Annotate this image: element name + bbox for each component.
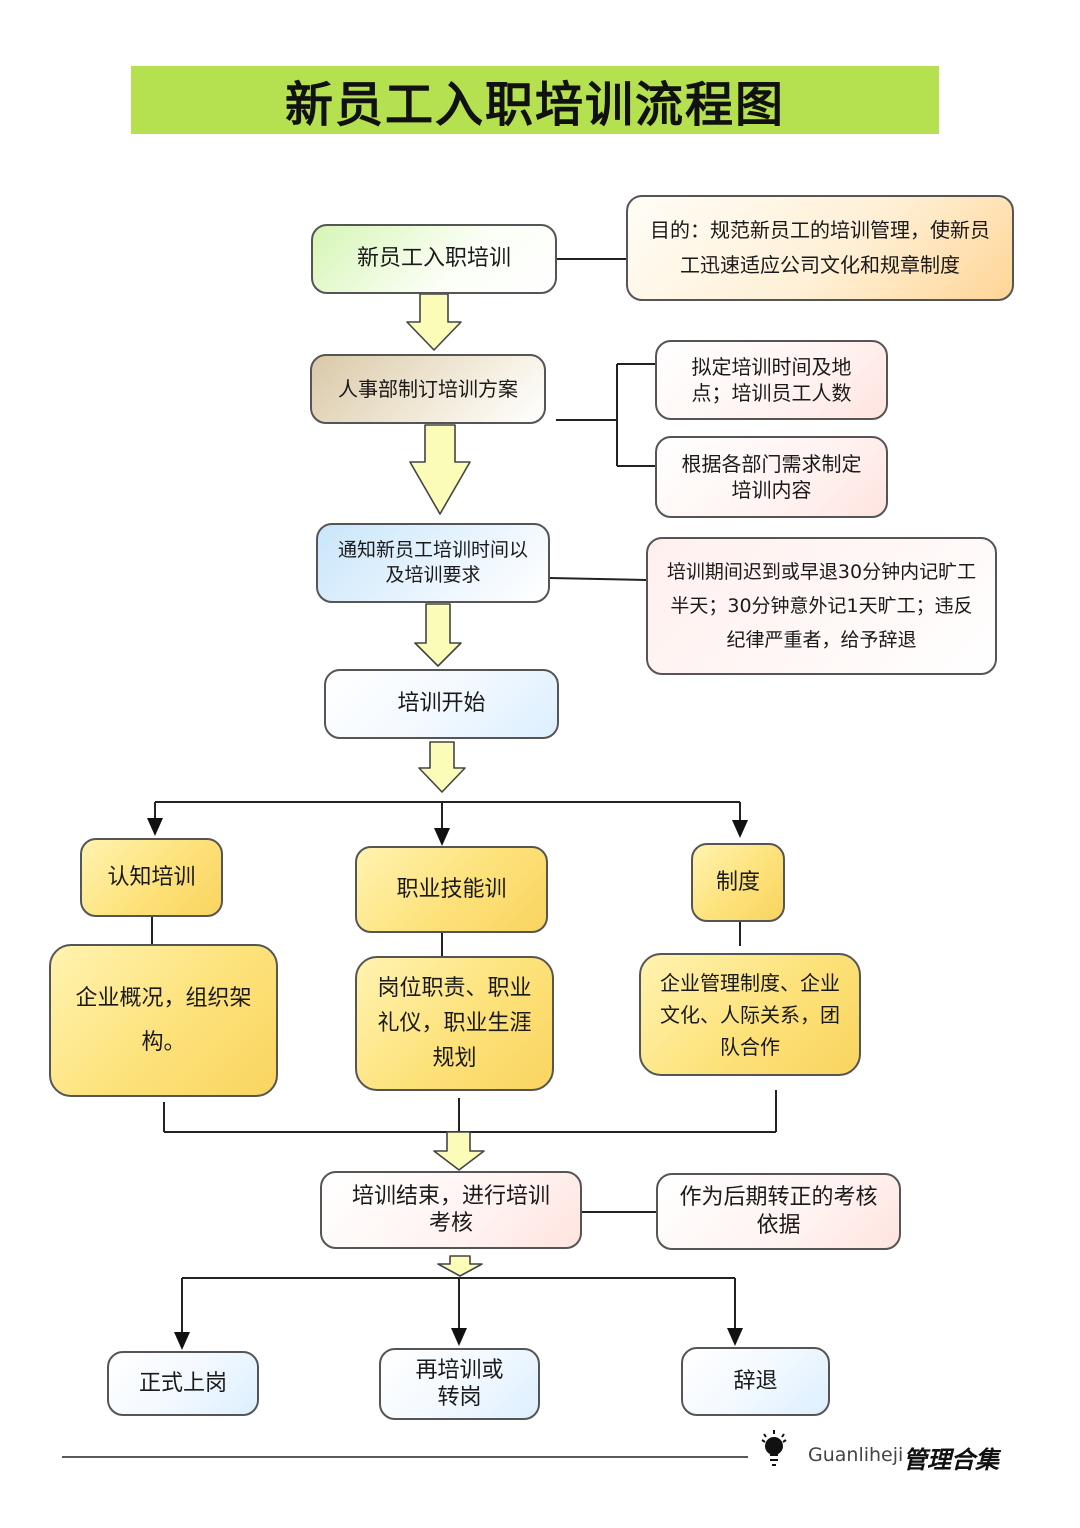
node-notify: 通知新员工培训时间以及培训要求 bbox=[316, 523, 550, 603]
node-purpose-label: 目的：规范新员工的培训管理，使新员工迅速适应公司文化和规章制度 bbox=[650, 218, 990, 277]
block-arrow-1 bbox=[406, 293, 462, 351]
node-end: 培训结束，进行培训考核 bbox=[320, 1171, 582, 1249]
node-hr-plan-label: 人事部制订培训方案 bbox=[338, 376, 518, 401]
node-system-label: 制度 bbox=[715, 869, 760, 895]
node-system-detail-label: 企业管理制度、企业文化、人际关系，团队合作 bbox=[660, 970, 840, 1059]
node-onboarding-label: 新员工入职培训 bbox=[356, 246, 511, 272]
node-end-label: 培训结束，进行培训考核 bbox=[351, 1183, 550, 1237]
node-start: 培训开始 bbox=[324, 669, 559, 739]
node-notify-label: 通知新员工培训时间以及培训要求 bbox=[337, 539, 528, 586]
node-outcome-retrain-label: 再培训或转岗 bbox=[415, 1357, 504, 1411]
node-outcome-formal-label: 正式上岗 bbox=[138, 1370, 227, 1396]
node-plan-time: 拟定培训时间及地点；培训员工人数 bbox=[655, 340, 888, 420]
node-cognitive: 认知培训 bbox=[80, 838, 223, 917]
node-plan-time-label: 拟定培训时间及地点；培训员工人数 bbox=[691, 355, 852, 405]
node-outcome-retrain: 再培训或转岗 bbox=[379, 1348, 540, 1420]
footer-brand-latin: Guanliheji bbox=[808, 1444, 904, 1466]
node-purpose: 目的：规范新员工的培训管理，使新员工迅速适应公司文化和规章制度 bbox=[626, 195, 1014, 301]
node-basis: 作为后期转正的考核依据 bbox=[656, 1173, 901, 1250]
node-cognitive-detail: 企业概况，组织架构。 bbox=[49, 944, 278, 1097]
node-plan-content-label: 根据各部门需求制定培训内容 bbox=[681, 452, 862, 502]
node-start-label: 培训开始 bbox=[397, 691, 486, 717]
node-outcome-formal: 正式上岗 bbox=[107, 1351, 259, 1416]
block-arrow-2 bbox=[409, 424, 471, 515]
page-title: 新员工入职培训流程图 bbox=[284, 77, 785, 133]
lightbulb-icon bbox=[761, 1430, 787, 1466]
node-skills: 职业技能训 bbox=[355, 846, 548, 933]
block-arrow-6 bbox=[437, 1255, 483, 1277]
block-arrow-3 bbox=[414, 603, 462, 667]
node-skills-label: 职业技能训 bbox=[396, 876, 507, 902]
node-onboarding: 新员工入职培训 bbox=[311, 224, 557, 294]
node-outcome-dismiss: 辞退 bbox=[681, 1347, 830, 1416]
block-arrow-5 bbox=[433, 1131, 485, 1171]
node-cognitive-detail-label: 企业概况，组织架构。 bbox=[75, 985, 252, 1055]
block-arrow-4 bbox=[418, 741, 466, 793]
node-system: 制度 bbox=[691, 843, 785, 922]
node-cognitive-label: 认知培训 bbox=[107, 864, 196, 890]
node-discipline-label: 培训期间迟到或早退30分钟内记旷工半天；30分钟意外记1天旷工；违反纪律严重者，… bbox=[666, 560, 977, 652]
node-outcome-dismiss-label: 辞退 bbox=[733, 1368, 778, 1394]
connector-discipline bbox=[549, 577, 647, 581]
node-skills-detail: 岗位职责、职业礼仪，职业生涯规划 bbox=[355, 956, 554, 1091]
node-discipline: 培训期间迟到或早退30分钟内记旷工半天；30分钟意外记1天旷工；违反纪律严重者，… bbox=[646, 537, 997, 675]
node-skills-detail-label: 岗位职责、职业礼仪，职业生涯规划 bbox=[377, 975, 532, 1072]
node-hr-plan: 人事部制订培训方案 bbox=[310, 354, 546, 424]
node-system-detail: 企业管理制度、企业文化、人际关系，团队合作 bbox=[639, 953, 861, 1076]
node-basis-label: 作为后期转正的考核依据 bbox=[679, 1185, 878, 1238]
footer-brand-cn: 管理合集 bbox=[903, 1445, 999, 1474]
node-plan-content: 根据各部门需求制定培训内容 bbox=[655, 436, 888, 518]
title-banner: 新员工入职培训流程图 bbox=[131, 66, 939, 134]
